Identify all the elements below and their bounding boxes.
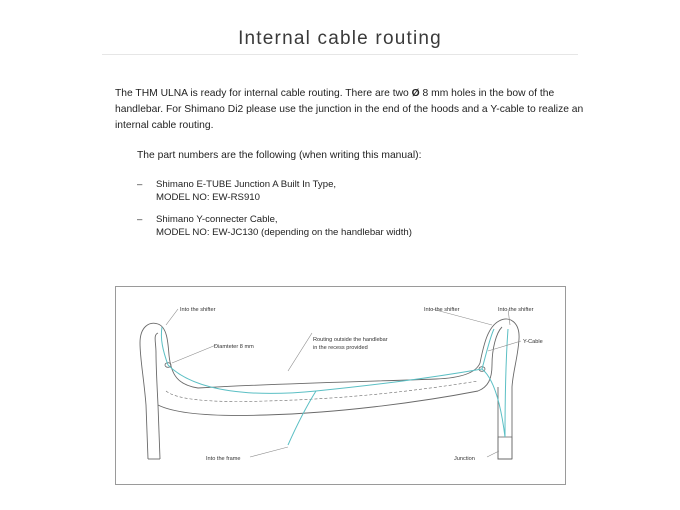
- part-dash: –: [137, 214, 143, 225]
- recess-dashed-line: [165, 380, 479, 402]
- intro-text-end: 8 mm holes in the bow of the handlebar. …: [115, 88, 584, 131]
- intro-text-start: The THM ULNA is ready for internal cable…: [115, 88, 412, 99]
- handlebar-left-drop-inner: [154, 332, 161, 460]
- part-name: Shimano E-TUBE Junction A Built In Type,: [156, 179, 337, 190]
- handlebar-bottom-edge: [157, 390, 479, 416]
- cable-right-shifter-b: [504, 328, 509, 438]
- label-into-frame: Into the frame: [206, 456, 241, 462]
- label-junction: Junction: [454, 456, 475, 462]
- part-dash: –: [137, 179, 143, 190]
- cable-hole-left: [164, 362, 172, 368]
- label-diameter: Diamteter 8 mm: [214, 344, 254, 350]
- label-y-cable: Y-Cable: [523, 339, 543, 345]
- cable-hole-right: [478, 366, 486, 372]
- intro-paragraph: The THM ULNA is ready for internal cable…: [115, 86, 585, 134]
- label-routing-line2: in the recess provided: [313, 345, 368, 351]
- title-divider: [102, 54, 578, 55]
- label-routing-line1: Routing outside the handlebar: [313, 337, 388, 343]
- cable-to-frame: [287, 390, 317, 446]
- label-into-shifter-right-a: Into the shifter: [424, 307, 460, 313]
- label-into-shifter-left: Into the shifter: [180, 307, 216, 313]
- handlebar-right-drop-outer: [435, 318, 520, 459]
- cable-routing: [160, 326, 509, 446]
- diameter-symbol: Ø: [411, 88, 420, 99]
- part-model-number: MODEL NO: EW-RS910: [156, 192, 260, 203]
- part-name: Shimano Y-connecter Cable,: [156, 214, 278, 225]
- cable-y: [481, 368, 506, 438]
- handlebar-left-drop-outer: [139, 322, 437, 460]
- parts-heading: The part numbers are the following (when…: [137, 150, 422, 161]
- label-into-shifter-right-b: Into the shifter: [498, 307, 534, 313]
- leader-lines: [165, 308, 522, 458]
- page-title: Internal cable routing: [238, 28, 442, 49]
- cable-left-shifter: [160, 326, 169, 366]
- handlebar-diagram: Into the shifter Diamteter 8 mm Routing …: [115, 286, 566, 485]
- cable-right-shifter-a: [481, 328, 495, 370]
- handlebar-drawing: Into the shifter Diamteter 8 mm Routing …: [139, 307, 543, 462]
- handlebar-right-drop-inner: [477, 326, 503, 392]
- junction-box: [497, 436, 513, 460]
- part-model-number: MODEL NO: EW-JC130 (depending on the han…: [156, 227, 412, 238]
